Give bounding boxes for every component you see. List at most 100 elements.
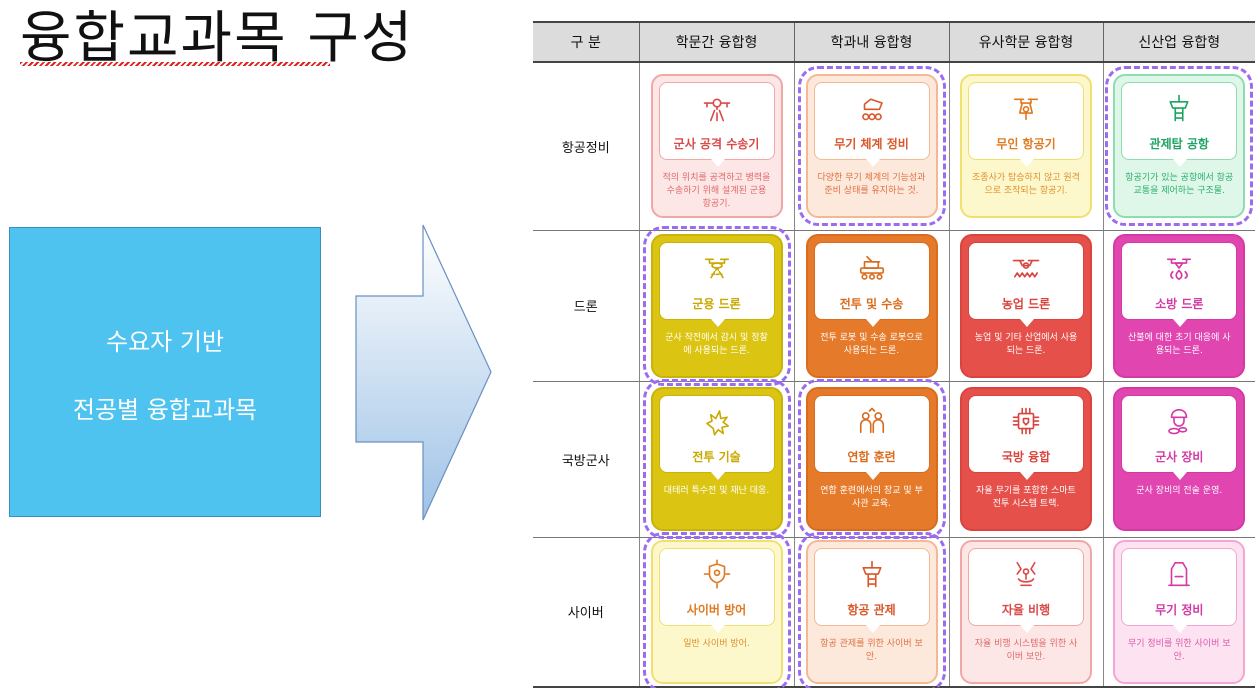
card-notch bbox=[710, 624, 725, 633]
tank-icon bbox=[815, 253, 929, 283]
card-notch bbox=[1020, 472, 1034, 480]
card-description: 다양한 무기 체계의 기능성과 준비 상태를 유지하는 것. bbox=[817, 173, 926, 197]
gripper-icon bbox=[1122, 559, 1236, 589]
card-panel: 전투 및 수송 bbox=[813, 241, 930, 320]
card-notch bbox=[865, 472, 880, 480]
header-new-industry: 신산업 융합형 bbox=[1102, 21, 1255, 63]
card-panel: 군사 공격 수송기 bbox=[658, 82, 775, 161]
card-title: 무인 항공기 bbox=[996, 137, 1056, 152]
card-description: 무기 정비를 위한 사이버 보안. bbox=[1127, 638, 1231, 662]
card-description: 전투 로봇 및 수송 로봇으로 사용되는 드론. bbox=[820, 332, 923, 356]
card-title: 관제탑 공항 bbox=[1149, 137, 1209, 152]
card-notch bbox=[1173, 159, 1188, 168]
card-description: 자율 무기를 포함한 스마트 전투 시스템 트랙. bbox=[976, 486, 1076, 509]
card-title: 군용 드론 bbox=[692, 296, 741, 311]
card-title: 연합 훈련 bbox=[847, 450, 896, 464]
row-label: 항공정비 bbox=[533, 62, 639, 231]
card-description: 농업 및 기타 산업에서 사용되는 드론. bbox=[974, 332, 1078, 356]
card-title: 무기 체계 정비 bbox=[834, 137, 909, 152]
crop-drone-icon bbox=[969, 253, 1083, 283]
card-panel: 무인 항공기 bbox=[968, 82, 1084, 161]
aircraft-icon bbox=[660, 93, 774, 123]
row-label: 드론 bbox=[533, 230, 639, 382]
card-notch bbox=[1020, 159, 1034, 168]
card-panel: 군용 드론 bbox=[658, 241, 775, 320]
card-description: 연합 훈련에서의 장교 및 부사관 교육. bbox=[820, 486, 923, 509]
card-title: 전투 및 수송 bbox=[839, 296, 904, 311]
row-label: 사이버 bbox=[533, 537, 639, 688]
header-similar-discipline: 유사학문 융합형 bbox=[948, 21, 1103, 63]
card-title: 자율 비행 bbox=[1001, 602, 1051, 617]
card-description: 적의 위치를 공격하고 병력을 수송하기 위해 설계된 군용 항공기. bbox=[662, 173, 771, 210]
card-panel: 사이버 방어 bbox=[658, 547, 775, 626]
card-title: 군사 공격 수송기 bbox=[673, 137, 760, 152]
card-description: 조종사가 탑승하지 않고 원격으로 조작되는 항공기. bbox=[972, 173, 1080, 197]
card-notch bbox=[710, 159, 725, 168]
row-label: 국방군사 bbox=[533, 381, 639, 538]
card-title: 국방 융합 bbox=[1001, 450, 1051, 464]
card-description: 군사 작전에서 감시 및 정찰에 사용되는 드론. bbox=[665, 332, 768, 356]
page-title: 융합교과목 구성 bbox=[20, 6, 415, 71]
card-panel: 관제탑 공항 bbox=[1121, 82, 1238, 161]
robot-arm-icon bbox=[969, 559, 1083, 589]
card-panel: 연합 훈련 bbox=[813, 395, 930, 473]
drone-icon bbox=[660, 253, 774, 283]
card-notch bbox=[1173, 472, 1188, 480]
card-description: 산불에 대한 초기 대응에 사용되는 드론. bbox=[1127, 332, 1231, 356]
table-header-row: 구 분 학문간 융합형 학과내 융합형 유사학문 융합형 신산업 융합형 bbox=[533, 21, 1255, 63]
team-icon bbox=[815, 406, 929, 436]
spellcheck-underline bbox=[20, 62, 330, 66]
card-description: 일반 사이버 방어. bbox=[683, 638, 750, 649]
card-panel: 국방 융합 bbox=[968, 395, 1084, 473]
header-category: 구 분 bbox=[533, 21, 639, 63]
box-line-1: 수요자 기반 bbox=[105, 328, 225, 356]
card-notch bbox=[1173, 624, 1188, 633]
card-notch bbox=[865, 159, 880, 168]
card-panel: 전투 기술 bbox=[658, 395, 775, 473]
tower-icon bbox=[815, 559, 929, 589]
card-title: 무기 정비 bbox=[1155, 602, 1204, 617]
box-line-2: 전공별 융합교과목 bbox=[72, 396, 258, 424]
card-description: 대테러 특수전 및 재난 대응. bbox=[663, 486, 770, 496]
uav-icon bbox=[969, 93, 1083, 123]
card-notch bbox=[710, 472, 725, 480]
soldier-icon bbox=[1122, 406, 1236, 436]
demand-based-box: 수요자 기반 전공별 융합교과목 bbox=[9, 227, 321, 517]
card-title: 항공 관제 bbox=[847, 602, 896, 617]
card-title: 군사 장비 bbox=[1155, 450, 1204, 464]
card-notch bbox=[865, 318, 880, 327]
card-title: 사이버 방어 bbox=[686, 602, 747, 617]
card-description: 군사 장비의 전술 운영. bbox=[1136, 486, 1223, 496]
card-panel: 무기 체계 정비 bbox=[813, 82, 930, 161]
